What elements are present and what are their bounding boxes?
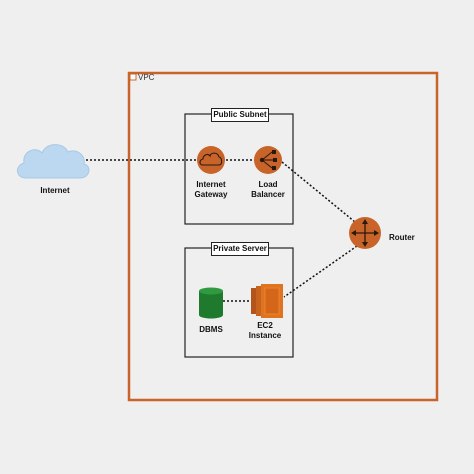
internet-label: Internet <box>40 186 70 195</box>
vpc-label: VPC <box>138 73 155 82</box>
load-balancer-label-line2: Balancer <box>251 190 285 199</box>
router-label: Router <box>389 233 415 242</box>
ec2-label: EC2 Instance <box>242 321 288 341</box>
load-balancer-label: Load Balancer <box>243 180 293 200</box>
ec2-label-line1: EC2 <box>257 321 273 330</box>
internet-gateway-label: Internet Gateway <box>186 180 236 200</box>
ec2-instance-icon[interactable] <box>251 284 283 318</box>
database-icon[interactable] <box>199 287 223 319</box>
public-subnet-title: Public Subnet <box>211 108 269 122</box>
load-balancer-label-line1: Load <box>258 180 278 189</box>
private-server-title: Private Server <box>211 242 269 256</box>
ec2-label-line2: Instance <box>248 331 282 340</box>
vpc-corner-icon <box>129 73 137 81</box>
internet-gateway-label-line2: Gateway <box>194 190 228 199</box>
dbms-label: DBMS <box>199 325 223 334</box>
connection-router-ec2 <box>283 245 358 298</box>
vpc-container[interactable] <box>127 71 439 402</box>
internet-gateway-label-line1: Internet <box>196 180 226 189</box>
load-balancer-icon[interactable] <box>254 146 282 174</box>
cloud-icon[interactable] <box>17 144 90 179</box>
cloud-gateway-icon[interactable] <box>197 146 225 174</box>
router-icon[interactable] <box>349 217 381 249</box>
